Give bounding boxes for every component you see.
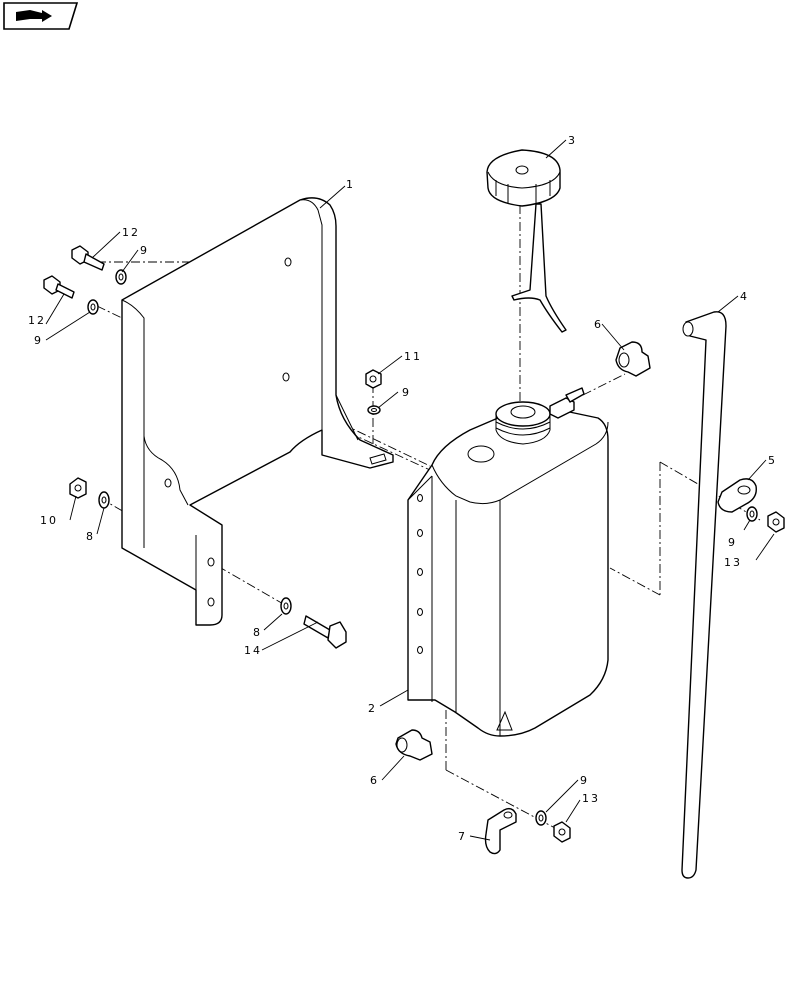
washer-bottom-left[interactable]	[280, 597, 292, 615]
nut-bottom[interactable]	[553, 821, 571, 843]
callout-11: 11	[404, 350, 422, 363]
callout-9-bottom: 9	[580, 774, 589, 787]
bolt-upper[interactable]	[71, 245, 105, 271]
callout-4: 4	[740, 290, 749, 303]
callout-6-upper: 6	[594, 318, 603, 331]
nut-left[interactable]	[69, 477, 87, 499]
bolt-lower[interactable]	[43, 275, 75, 299]
nut-right[interactable]	[767, 511, 785, 533]
nut-center[interactable]	[365, 369, 382, 389]
reservoir-tank[interactable]	[407, 387, 609, 737]
washer-center[interactable]	[367, 405, 381, 415]
washer-lower[interactable]	[87, 299, 99, 315]
callout-13-right: 13	[724, 556, 742, 569]
book-arrow-icon[interactable]	[3, 2, 79, 30]
filler-cap-with-dipstick[interactable]	[486, 149, 567, 333]
fitting-lower[interactable]	[395, 729, 433, 761]
callout-leaders	[45, 139, 775, 841]
washer-left[interactable]	[98, 491, 110, 509]
callout-9-upper: 9	[140, 244, 149, 257]
hose-clamp-lower[interactable]	[484, 807, 517, 855]
bolt-bottom-left[interactable]	[303, 615, 347, 649]
callout-8-left: 8	[86, 530, 95, 543]
callout-10: 10	[40, 514, 58, 527]
callout-5: 5	[768, 454, 777, 467]
callout-13-bottom: 13	[582, 792, 600, 805]
callout-12-upper: 12	[122, 226, 140, 239]
callout-labels: 1 2 3 4 5 6 6 7 8 8 9 9 9 9 9 10 11 12 1…	[28, 134, 777, 843]
vent-tube[interactable]	[681, 311, 727, 879]
callout-9-lower: 9	[34, 334, 43, 347]
callout-9-right: 9	[728, 536, 737, 549]
mounting-bracket[interactable]	[121, 197, 394, 626]
callout-2: 2	[368, 702, 377, 715]
fitting-upper[interactable]	[615, 341, 651, 377]
callout-1: 1	[346, 178, 355, 191]
washer-bottom[interactable]	[535, 810, 547, 826]
callout-7: 7	[458, 830, 467, 843]
callout-6-lower: 6	[370, 774, 379, 787]
callout-14: 14	[244, 644, 262, 657]
callout-3: 3	[568, 134, 577, 147]
callout-12-lower: 12	[28, 314, 46, 327]
washer-right[interactable]	[746, 506, 758, 522]
callout-8-bottom: 8	[253, 626, 262, 639]
callout-9-center: 9	[402, 386, 411, 399]
washer-upper[interactable]	[115, 269, 127, 285]
